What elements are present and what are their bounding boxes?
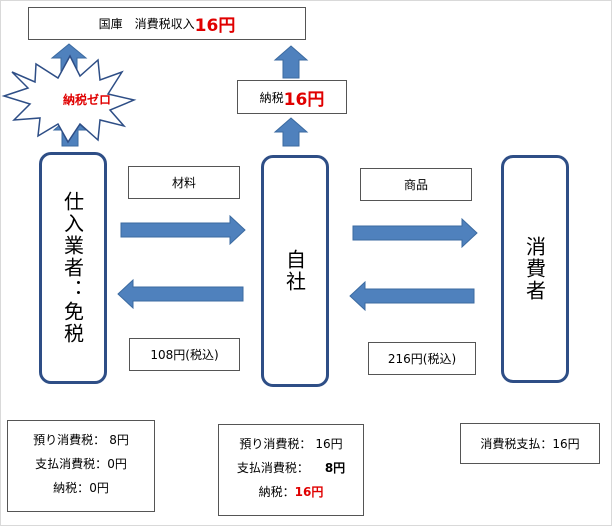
company-summary-box: 預り消費税： 16円 支払消費税： 8円 納税： 16円 — [218, 424, 364, 516]
consumer-entity-label: 消費者 — [522, 236, 547, 302]
company-entity-label: 自社 — [282, 249, 307, 293]
consumer-entity: 消費者 — [501, 155, 569, 383]
summary-value: 0円 — [107, 456, 127, 471]
company-tax-amount: 16円 — [283, 89, 325, 110]
payment-from-consumer-label: 216円(税込) — [387, 352, 457, 366]
consumer-summary-label: 消費税支払： — [480, 437, 553, 451]
taxbox-up-arrow — [273, 45, 309, 79]
supplier-entity-label: 仕入業者：免税 — [60, 191, 85, 345]
company-summary-line: 納税： 16円 — [219, 479, 363, 503]
consumer-summary-value: 16円 — [552, 437, 580, 451]
summary-label: 預り消費税： — [33, 432, 106, 447]
company-tax-label: 納税 — [259, 90, 284, 105]
summary-value: 16円 — [315, 436, 343, 451]
company-entity: 自社 — [261, 155, 329, 387]
goods-label: 商品 — [403, 178, 428, 192]
zero-tax-label-wrap: 納税ゼロ — [52, 90, 122, 110]
supplier-summary-line: 納税： 0円 — [8, 475, 154, 499]
supplier-summary-line: 預り消費税： 8円 — [8, 427, 154, 451]
payment-left-arrow — [117, 278, 244, 310]
summary-label: 預り消費税： — [239, 436, 312, 451]
goods-label-box: 商品 — [360, 168, 472, 201]
material-label-box: 材料 — [128, 166, 240, 199]
payment-to-supplier-label: 108円(税込) — [150, 348, 219, 362]
summary-label: 支払消費税： — [236, 460, 309, 475]
company-up-arrow — [273, 117, 309, 147]
consumer-payment-left-arrow — [349, 280, 475, 312]
summary-label: 納税： — [258, 484, 295, 499]
summary-label: 納税： — [53, 480, 90, 495]
national-treasury-box: 国庫 消費税収入 16円 — [28, 7, 306, 40]
summary-value: 8円 — [109, 432, 129, 447]
supplier-entity: 仕入業者：免税 — [39, 152, 107, 384]
payment-from-consumer-box: 216円(税込) — [368, 342, 476, 375]
summary-value: 0円 — [89, 480, 109, 495]
summary-value: 8円 — [324, 460, 346, 475]
zero-tax-burst-shape — [1, 54, 137, 144]
company-tax-box: 納税 16円 — [237, 80, 347, 114]
company-summary-line: 支払消費税： 8円 — [219, 455, 363, 479]
supplier-summary-line: 支払消費税： 0円 — [8, 451, 154, 475]
national-treasury-amount: 16円 — [194, 16, 236, 36]
material-label: 材料 — [171, 176, 196, 190]
summary-label: 支払消費税： — [35, 456, 108, 471]
consumer-summary-box: 消費税支払： 16円 — [460, 423, 600, 464]
zero-tax-label: 納税ゼロ — [62, 93, 111, 107]
company-summary-line: 預り消費税： 16円 — [219, 431, 363, 455]
goods-right-arrow — [352, 217, 478, 249]
national-treasury-label: 国庫 消費税収入 — [98, 17, 195, 31]
summary-value-highlight: 16円 — [294, 484, 324, 499]
material-right-arrow — [120, 214, 246, 246]
payment-to-supplier-box: 108円(税込) — [129, 338, 240, 371]
supplier-summary-box: 預り消費税： 8円 支払消費税： 0円 納税： 0円 — [7, 420, 155, 512]
